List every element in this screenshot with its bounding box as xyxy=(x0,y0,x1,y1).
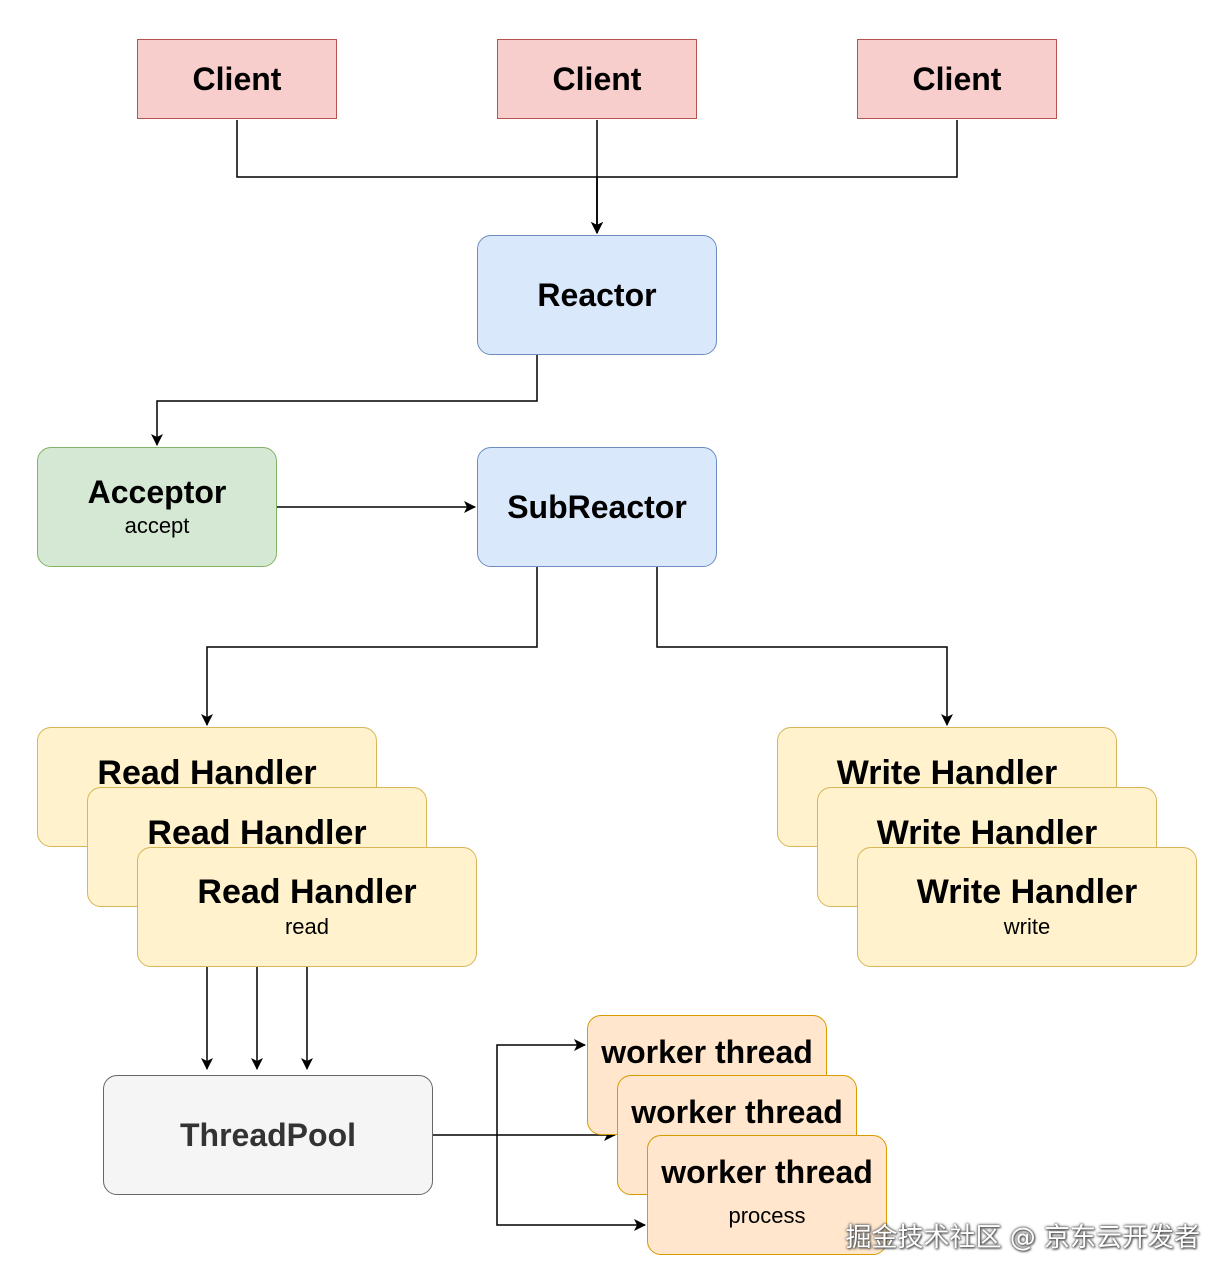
reactor-label: Reactor xyxy=(537,276,657,313)
client-node-1: Client xyxy=(137,39,337,119)
client-label: Client xyxy=(552,60,642,97)
read-handler-label: Read Handler xyxy=(197,873,417,912)
worker-thread-label: worker thread xyxy=(601,1034,813,1070)
acceptor-label: Acceptor xyxy=(87,474,227,511)
edge-threadpool-to-worker-1 xyxy=(496,1039,586,1135)
read-handler-sublabel: read xyxy=(284,914,330,940)
worker-thread-label: worker thread xyxy=(631,1094,843,1130)
client-label: Client xyxy=(192,60,282,97)
worker-thread-sublabel: process xyxy=(728,1202,806,1228)
write-handler-node-3: Write Handler write xyxy=(857,847,1197,967)
subreactor-label: SubReactor xyxy=(507,488,687,525)
acceptor-node: Acceptor accept xyxy=(37,447,277,567)
client-node-2: Client xyxy=(497,39,697,119)
write-handler-sublabel: write xyxy=(1003,914,1051,940)
read-handler-label: Read Handler xyxy=(147,814,367,852)
threadpool-node: ThreadPool xyxy=(103,1075,433,1195)
threadpool-label: ThreadPool xyxy=(179,1116,356,1153)
acceptor-sublabel: accept xyxy=(124,513,190,539)
client-label: Client xyxy=(912,60,1002,97)
edge-client-3-to-reactor xyxy=(591,120,958,234)
read-handler-node-3: Read Handler read xyxy=(137,847,477,967)
subreactor-node: SubReactor xyxy=(477,447,717,567)
write-handler-label: Write Handler xyxy=(836,754,1058,792)
watermark-text: 掘金技术社区 @ 京东云开发者 xyxy=(845,1223,1200,1253)
write-handler-label: Write Handler xyxy=(876,814,1098,852)
worker-thread-node-3: worker thread process xyxy=(647,1135,887,1255)
client-node-3: Client xyxy=(857,39,1057,119)
worker-thread-label: worker thread xyxy=(661,1154,873,1190)
reactor-node: Reactor xyxy=(477,235,717,355)
edge-client-1-to-reactor xyxy=(236,120,603,234)
write-handler-label: Write Handler xyxy=(916,873,1138,912)
edge-subreactor-to-write-handler xyxy=(656,567,953,726)
edge-reactor-to-acceptor xyxy=(151,355,538,446)
read-handler-label: Read Handler xyxy=(97,754,317,792)
edge-subreactor-to-read-handler xyxy=(201,567,538,726)
